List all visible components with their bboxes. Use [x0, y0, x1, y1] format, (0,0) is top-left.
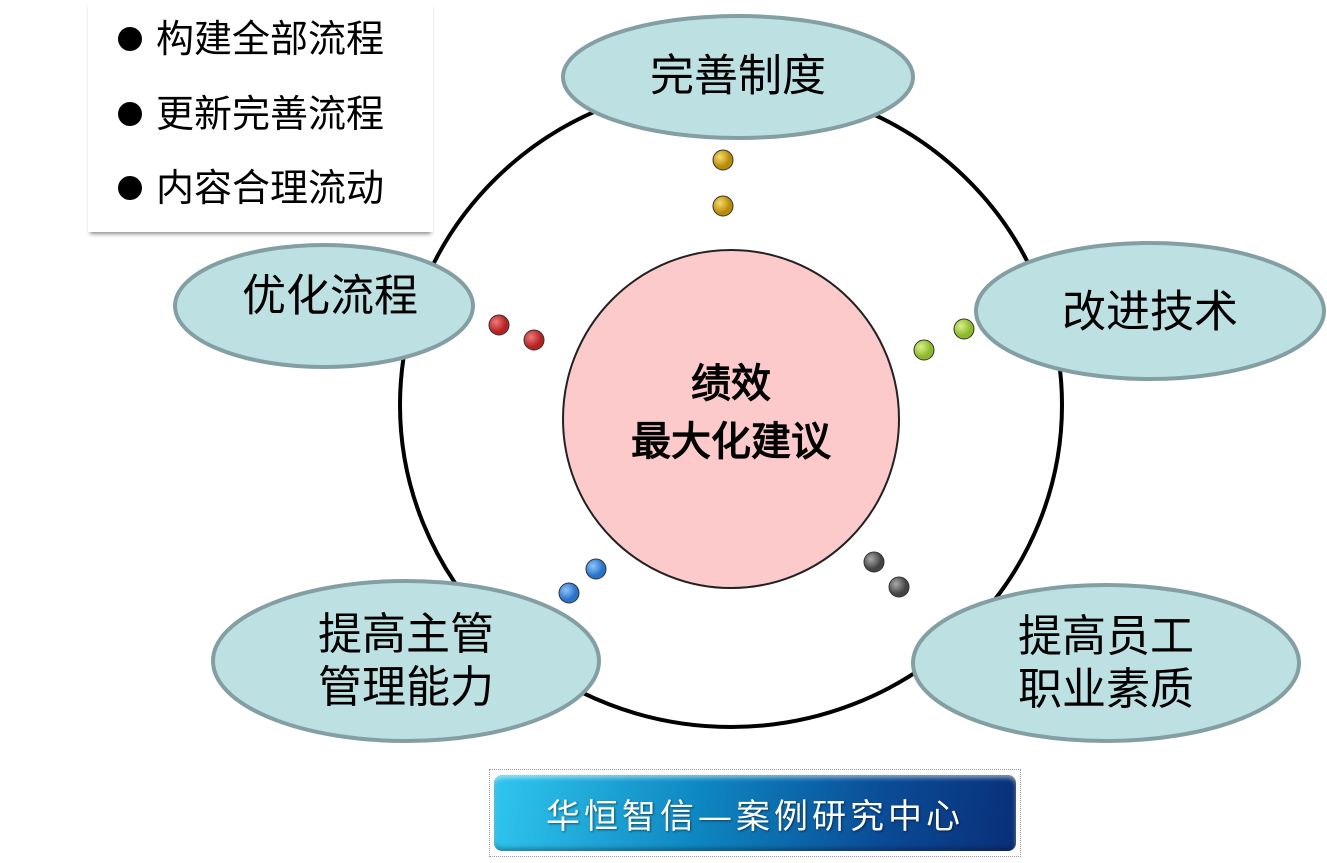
- node-bottom-left-shape: [211, 579, 601, 743]
- connector-dot: [863, 551, 885, 573]
- node-bottom-right-shape: [911, 583, 1301, 743]
- center-title-line2: 最大化建议: [631, 419, 831, 465]
- node-top-shape: [561, 14, 915, 140]
- center-title: 绩效 最大化建议: [631, 355, 831, 471]
- bullet-icon: [118, 27, 142, 51]
- list-item-text: 内容合理流动: [156, 166, 385, 210]
- connector-dot: [913, 339, 935, 361]
- node-bottom-right-line2: 职业素质: [1018, 664, 1194, 715]
- bullet-icon: [118, 102, 142, 126]
- list-item: 内容合理流动: [118, 169, 384, 207]
- node-bottom-left-label: 提高主管 管理能力: [318, 609, 494, 715]
- connector-dot: [558, 582, 580, 604]
- process-list: 构建全部流程 更新完善流程 内容合理流动: [88, 0, 433, 232]
- banner-text: 华恒智信—案例研究中心: [546, 796, 964, 837]
- list-item-text: 更新完善流程: [156, 92, 385, 136]
- bullet-icon: [118, 176, 142, 200]
- connector-dot: [712, 149, 734, 171]
- node-right-shape: [974, 241, 1326, 381]
- connector-dot: [488, 314, 510, 336]
- node-right-label: 改进技术: [1062, 286, 1238, 338]
- node-bottom-left-line1: 提高主管: [318, 609, 494, 661]
- node-bottom-right-label: 提高员工 职业素质: [1018, 611, 1194, 717]
- node-left-label: 优化流程: [242, 270, 418, 322]
- list-item: 更新完善流程: [118, 95, 384, 133]
- connector-dot: [953, 318, 975, 340]
- connector-dot: [888, 576, 910, 598]
- list-item: 构建全部流程: [118, 20, 384, 58]
- node-top-label: 完善制度: [650, 50, 826, 102]
- node-left-shape: [173, 243, 475, 369]
- node-bottom-left-line2: 管理能力: [318, 662, 494, 713]
- connector-dot: [523, 329, 545, 351]
- connector-dot: [712, 195, 734, 217]
- center-title-line1: 绩效: [691, 361, 771, 407]
- center-circle: [562, 249, 900, 589]
- footer-banner: 华恒智信—案例研究中心: [489, 769, 1021, 857]
- connector-dot: [585, 558, 607, 580]
- list-item-text: 构建全部流程: [156, 17, 385, 61]
- node-bottom-right-line1: 提高员工: [1018, 611, 1194, 663]
